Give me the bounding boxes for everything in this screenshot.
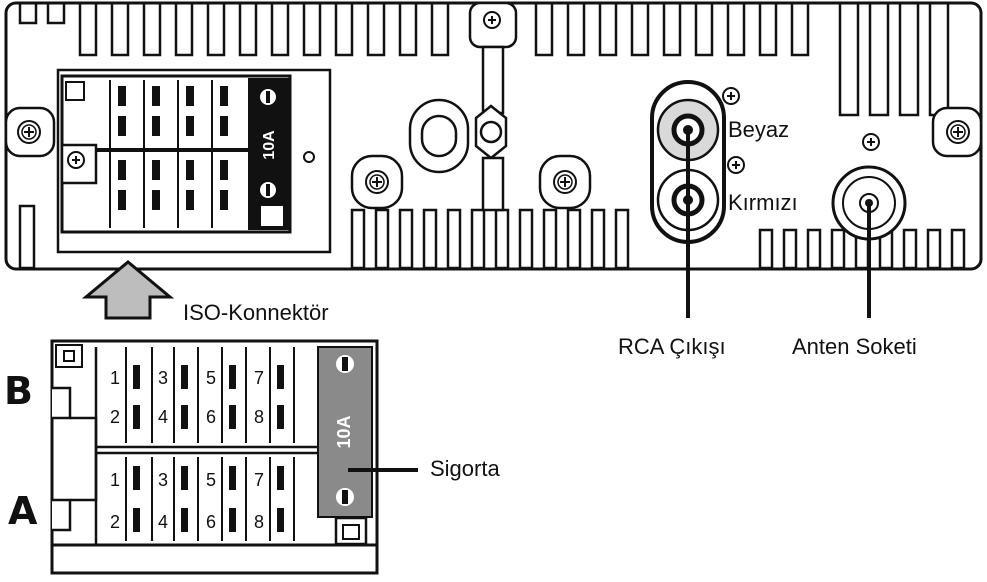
- row-a-label: A: [8, 489, 38, 533]
- rca-red-label: Kırmızı: [728, 190, 798, 215]
- mount-screw-icon: [365, 170, 389, 194]
- pin-number: 1: [110, 368, 120, 388]
- insert-arrow-icon: [81, 260, 175, 320]
- rca-screw-icon: [722, 87, 740, 105]
- pin-number: 2: [110, 512, 120, 532]
- pin-number: 5: [206, 368, 216, 388]
- center-screw-icon: [483, 11, 501, 29]
- iso-connector-detail: 10A 1 3 5 7 2 4 6 8 1 3 5 7 2 4 6 8: [50, 339, 379, 575]
- pin-number: 5: [206, 470, 216, 490]
- row-b-label: B: [4, 369, 33, 413]
- pin-number: 8: [254, 407, 264, 427]
- antenna-socket-label: Anten Soketi: [792, 334, 917, 359]
- mount-screw-icon: [553, 170, 577, 194]
- pin-number: 6: [206, 407, 216, 427]
- rca-white-label: Beyaz: [728, 117, 789, 142]
- antenna-screw-icon: [862, 133, 880, 151]
- pin-number: 8: [254, 512, 264, 532]
- mount-screw-icon: [946, 120, 970, 144]
- rca-screw-icon: [727, 156, 745, 174]
- pin-number: 2: [110, 407, 120, 427]
- rca-output-label: RCA Çıkışı: [618, 334, 726, 359]
- pin-number: 7: [254, 470, 264, 490]
- radio-rear-panel: 10A Beyaz Kırmızı: [4, 1, 983, 271]
- detail-fuse-rating: 10A: [334, 415, 354, 448]
- pin-number: 4: [158, 407, 168, 427]
- pin-number: 3: [158, 368, 168, 388]
- pin-number: 1: [110, 470, 120, 490]
- mount-screw-icon: [17, 120, 41, 144]
- connector-screw-icon: [67, 151, 85, 169]
- socket-fuse-rating: 10A: [261, 130, 278, 160]
- pin-number: 4: [158, 512, 168, 532]
- pin-number: 3: [158, 470, 168, 490]
- iso-connector-label: ISO-Konnektör: [183, 300, 329, 325]
- iso-socket: 10A: [56, 68, 332, 254]
- pin-number: 6: [206, 512, 216, 532]
- cooling-fins-bottom: [18, 204, 966, 270]
- pin-number: 7: [254, 368, 264, 388]
- fuse-label: Sigorta: [430, 456, 500, 481]
